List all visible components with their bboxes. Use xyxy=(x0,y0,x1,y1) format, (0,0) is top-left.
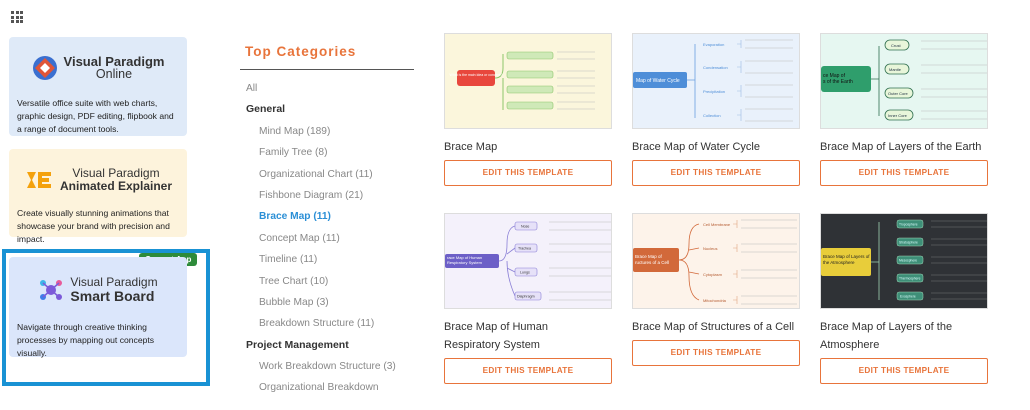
category-group-project-management: Project Management xyxy=(246,338,349,351)
svg-text:Inner Core: Inner Core xyxy=(888,113,908,118)
svg-text:Mesosphere: Mesosphere xyxy=(899,259,917,263)
category-bubble-map[interactable]: Bubble Map (3) xyxy=(259,296,329,308)
category-all[interactable]: All xyxy=(246,83,258,94)
categories-divider xyxy=(240,69,414,70)
category-family-tree[interactable]: Family Tree (8) xyxy=(259,147,328,159)
edit-template-button[interactable]: EDIT THIS TEMPLATE xyxy=(444,358,612,384)
category-work-breakdown-structure[interactable]: Work Breakdown Structure (3) xyxy=(259,361,396,373)
app-card-smart-board[interactable]: Visual Paradigm Smart Board Navigate thr… xyxy=(9,257,187,358)
app-description: Versatile office suite with web charts, … xyxy=(17,98,174,134)
template-title[interactable]: Brace Map of Layers of the Atmosphere xyxy=(820,321,953,351)
template-title[interactable]: Brace Map xyxy=(444,141,498,153)
svg-text:Crust: Crust xyxy=(891,43,901,48)
brand-line1: Visual Paradigm xyxy=(70,275,158,290)
smart-board-icon xyxy=(40,280,63,300)
svg-text:Collection: Collection xyxy=(703,113,721,118)
app-description: Create visually stunning animations that… xyxy=(17,208,170,244)
svg-text:Thermosphere: Thermosphere xyxy=(899,277,921,281)
app-card-animated-explainer[interactable]: Visual Paradigm Animated Explainer Creat… xyxy=(9,149,187,244)
svg-text:Nucleus: Nucleus xyxy=(703,246,717,251)
svg-text:Mitochondria: Mitochondria xyxy=(703,298,727,303)
svg-text:Condensation: Condensation xyxy=(703,65,728,70)
category-breakdown-structure[interactable]: Breakdown Structure (11) xyxy=(259,318,375,330)
svg-text:Stratosphere: Stratosphere xyxy=(899,241,918,245)
brand-line2: Animated Explainer xyxy=(59,179,173,193)
svg-text:Lungs: Lungs xyxy=(520,271,530,275)
svg-text:Evaporation: Evaporation xyxy=(703,42,724,47)
ae-icon xyxy=(26,172,51,188)
template-thumbnail[interactable]: Map of Water Cycle Evaporation Condensat… xyxy=(632,33,800,129)
thumb-label: What is the main idea or concept? xyxy=(450,73,503,77)
category-organizational-chart[interactable]: Organizational Chart (11) xyxy=(259,168,373,180)
svg-text:Exosphere: Exosphere xyxy=(900,295,916,299)
brand-line2: Smart Board xyxy=(70,287,155,304)
edit-template-button[interactable]: EDIT THIS TEMPLATE xyxy=(820,160,988,186)
edit-template-button[interactable]: EDIT THIS TEMPLATE xyxy=(632,160,800,186)
template-title[interactable]: Brace Map of Structures of a Cell xyxy=(632,321,795,333)
category-brace-map[interactable]: Brace Map (11) xyxy=(259,211,331,223)
edit-template-button[interactable]: EDIT THIS TEMPLATE xyxy=(820,358,988,384)
vp-online-icon xyxy=(32,56,57,80)
category-timeline[interactable]: Timeline (11) xyxy=(259,254,318,266)
svg-text:Nose: Nose xyxy=(521,225,529,229)
category-concept-map[interactable]: Concept Map (11) xyxy=(259,232,340,244)
template-thumbnail[interactable]: What is the main idea or concept? xyxy=(444,33,612,129)
smart-board-logo: Visual Paradigm Smart Board xyxy=(17,269,179,311)
category-tree-chart[interactable]: Tree Chart (10) xyxy=(259,275,329,287)
app-grid-icon[interactable] xyxy=(11,11,23,23)
svg-text:Cytoplasm: Cytoplasm xyxy=(703,272,723,277)
svg-text:Trachea: Trachea xyxy=(518,247,531,251)
categories-list: All General Mind Map (189) Family Tree (… xyxy=(246,78,421,399)
template-title[interactable]: Brace Map of Water Cycle xyxy=(632,141,760,153)
template-card: What is the main idea or concept? Brace … xyxy=(444,33,612,156)
svg-text:Diaphragm: Diaphragm xyxy=(517,295,535,299)
brand-line2: Online xyxy=(95,67,133,82)
category-organizational-breakdown[interactable]: Organizational Breakdown xyxy=(259,382,379,394)
category-group-general: General xyxy=(246,103,286,116)
svg-text:Mantle: Mantle xyxy=(889,67,902,72)
svg-text:Troposphere: Troposphere xyxy=(899,223,918,227)
app-card-online[interactable]: Visual Paradigm Online Versatile office … xyxy=(9,37,187,136)
template-title[interactable]: Brace Map of Layers of the Earth xyxy=(820,141,982,153)
thumb-label: Map of Water Cycle xyxy=(636,78,680,84)
svg-text:Outer Core: Outer Core xyxy=(888,91,909,96)
category-fishbone-diagram[interactable]: Fishbone Diagram (21) xyxy=(259,189,364,201)
animated-explainer-logo: Visual Paradigm Animated Explainer xyxy=(17,159,179,201)
app-description: Navigate through creative thinking proce… xyxy=(17,322,155,358)
visual-paradigm-online-logo: Visual Paradigm Online xyxy=(17,47,179,89)
svg-text:Cell Membrane: Cell Membrane xyxy=(703,222,731,227)
category-mind-map[interactable]: Mind Map (189) xyxy=(259,125,331,137)
edit-template-button[interactable]: EDIT THIS TEMPLATE xyxy=(444,160,612,186)
template-card: Map of Water Cycle Evaporation Condensat… xyxy=(632,33,800,156)
current-app-frame xyxy=(2,249,210,386)
edit-template-button[interactable]: EDIT THIS TEMPLATE xyxy=(632,340,800,366)
brand-line1: Visual Paradigm xyxy=(72,166,160,181)
template-title[interactable]: Brace Map of Human Respiratory System xyxy=(444,321,548,351)
brand-line1: Visual Paradigm xyxy=(63,53,165,69)
categories-title: Top Categories xyxy=(245,44,357,59)
svg-text:Precipitation: Precipitation xyxy=(703,89,725,94)
